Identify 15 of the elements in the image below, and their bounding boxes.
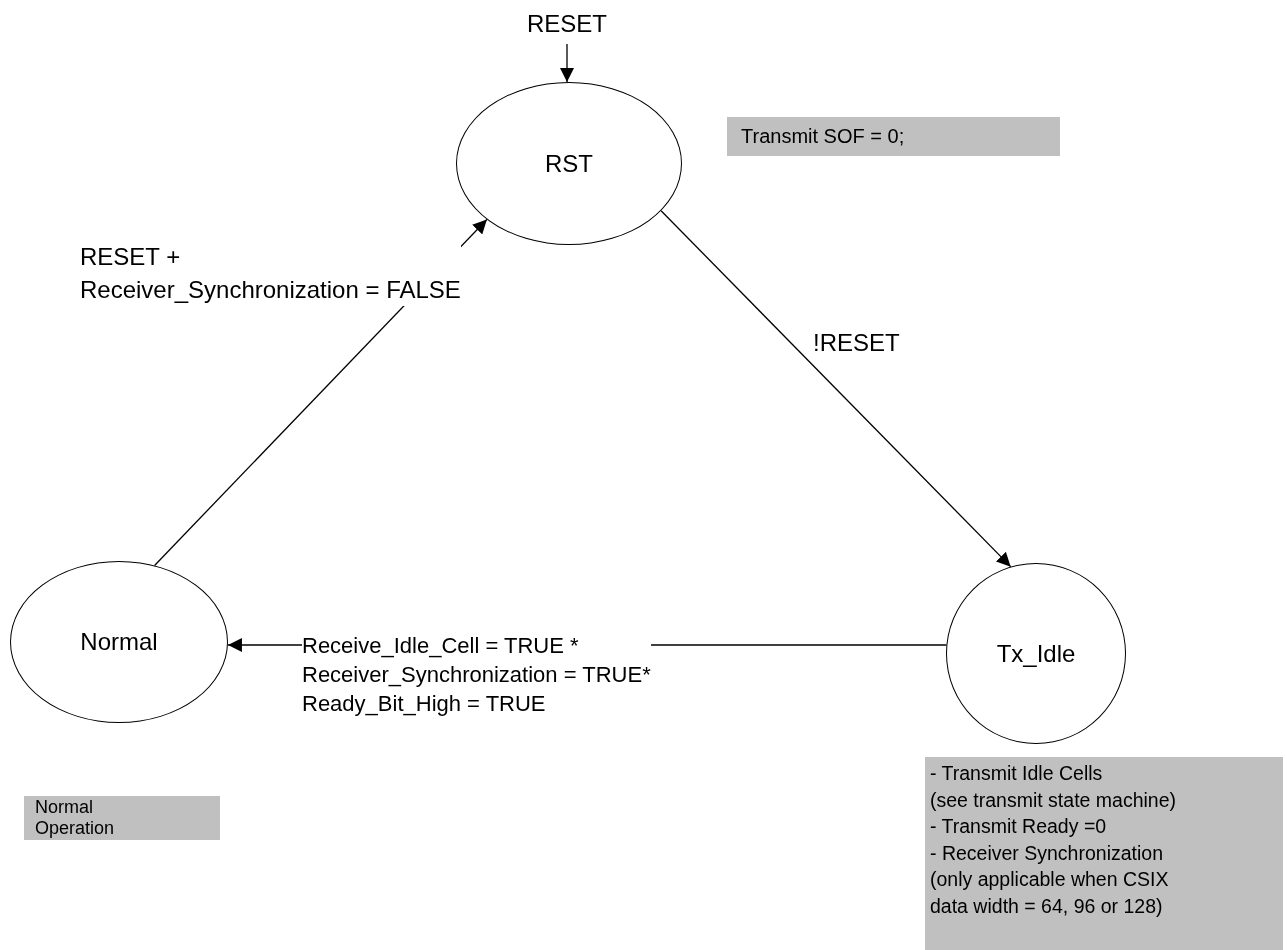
transition-arrow [660,210,1012,568]
state-name: Normal [80,628,158,656]
note-box [727,117,1060,156]
note-text: Transmit SOF = 0; [741,125,906,148]
note-text: - Transmit Idle Cells (see transmit state machine) [930,761,1177,813]
state-name: RST [545,149,593,178]
note-text: - Transmit Ready =0 [930,814,1108,839]
note-box [925,757,1283,950]
signal-label: RESET [507,10,627,42]
transition-arrow [560,43,574,83]
note-text: - Receiver Synchronization (only applicable when CSIX data width = 64, 96 or 128) [930,840,1170,919]
state-ellipse [946,563,1126,744]
note-text: Normal Operation [35,797,116,839]
note-box [24,796,220,840]
state-name: Tx_Idle [996,639,1076,668]
